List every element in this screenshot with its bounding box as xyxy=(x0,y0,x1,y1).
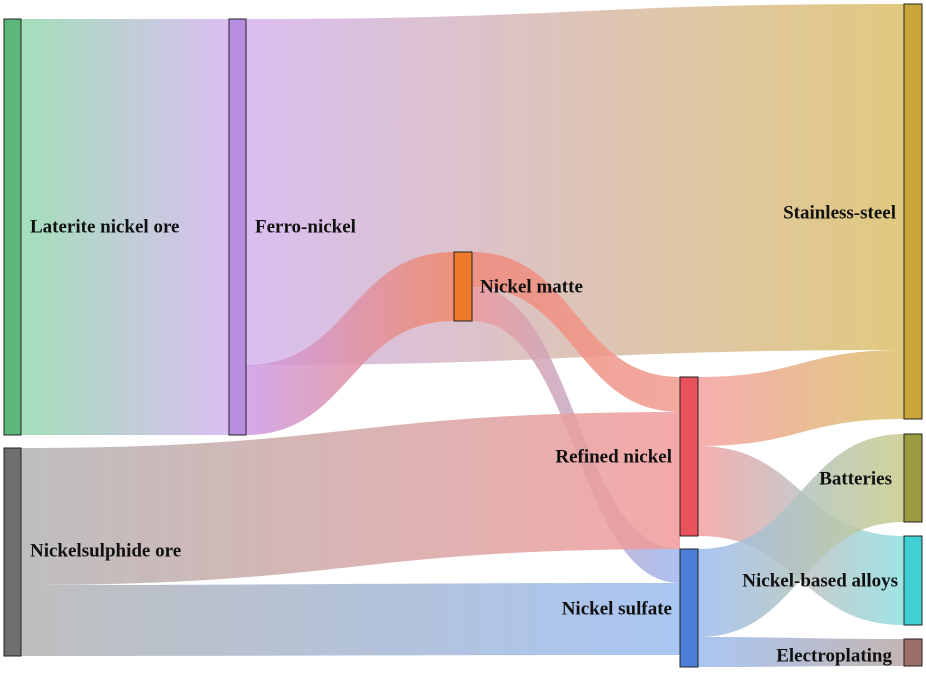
link-sulfate-electroplating xyxy=(698,637,904,667)
link-sulphide-refined xyxy=(21,412,680,585)
link-laterite-ferro xyxy=(21,19,229,435)
node-sulfate xyxy=(679,548,699,668)
node-laterite xyxy=(3,18,22,436)
node-label-steel: Stainless-steel xyxy=(783,202,896,223)
link-sulphide-sulfate xyxy=(21,583,680,656)
links-layer xyxy=(21,4,904,667)
node-label-sulphide: Nickelsulphide ore xyxy=(30,540,181,561)
node-batteries xyxy=(903,433,923,523)
node-matte xyxy=(453,251,473,322)
node-label-electroplating: Electroplating xyxy=(776,645,892,666)
link-ferro-steel xyxy=(246,4,904,365)
node-label-sulfate: Nickel sulfate xyxy=(562,598,672,619)
node-label-matte: Nickel matte xyxy=(480,276,583,297)
node-label-refined: Refined nickel xyxy=(555,446,672,467)
node-label-ferro: Ferro-nickel xyxy=(255,216,356,237)
node-steel xyxy=(903,3,923,420)
node-electroplating xyxy=(903,638,923,667)
node-label-alloys: Nickel-based alloys xyxy=(742,570,898,591)
node-ferro xyxy=(228,18,247,436)
node-label-batteries: Batteries xyxy=(819,468,892,489)
link-refined-steel xyxy=(698,350,904,446)
node-label-laterite: Laterite nickel ore xyxy=(30,216,180,237)
link-sulfate-batteries xyxy=(698,434,904,637)
node-sulphide xyxy=(3,447,22,657)
link-matte-refined xyxy=(472,252,680,412)
node-refined xyxy=(679,376,699,537)
node-alloys xyxy=(903,535,923,626)
nodes-layer xyxy=(3,3,923,668)
link-ferro-matte xyxy=(246,252,454,435)
